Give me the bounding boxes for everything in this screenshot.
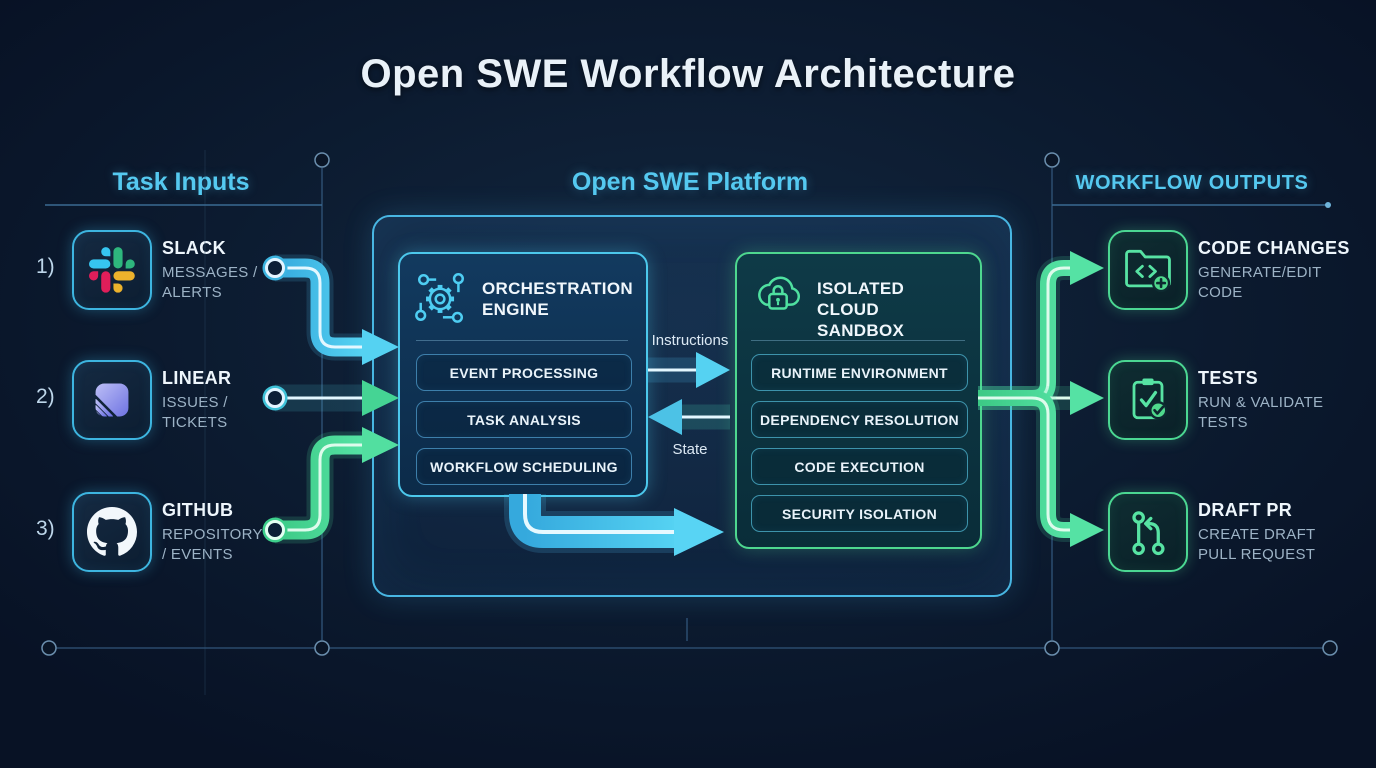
linear-icon bbox=[95, 383, 129, 417]
linear-tile bbox=[72, 360, 152, 440]
clipboard-check-icon bbox=[1132, 378, 1168, 420]
folder-code-icon bbox=[1125, 249, 1171, 293]
output-desc-draft-pr: CREATE DRAFT PULL REQUEST bbox=[1198, 526, 1316, 563]
input-desc-github: REPOSITORY / EVENTS bbox=[162, 526, 263, 563]
pull-request-icon bbox=[1132, 511, 1165, 556]
draft-pr-tile bbox=[1108, 492, 1188, 572]
tests-tile bbox=[1108, 360, 1188, 440]
instructions-label: Instructions bbox=[651, 332, 729, 349]
chip-task-analysis: TASK ANALYSIS bbox=[416, 401, 632, 438]
orchestration-engine-panel: ORCHESTRATION ENGINE EVENT PROCESSING TA… bbox=[398, 252, 648, 497]
sandbox-title: ISOLATED CLOUD SANDBOX bbox=[817, 279, 905, 340]
divider bbox=[751, 340, 965, 341]
slack-icon bbox=[89, 247, 135, 293]
chip-workflow-scheduling: WORKFLOW SCHEDULING bbox=[416, 448, 632, 485]
header-underlines bbox=[45, 202, 1331, 208]
platform-header: Open SWE Platform bbox=[571, 168, 809, 196]
output-name-code-changes: CODE CHANGES bbox=[1198, 238, 1350, 258]
chip-security-isolation: SECURITY ISOLATION bbox=[751, 495, 968, 532]
outputs-header: WORKFLOW OUTPUTS bbox=[1075, 172, 1309, 194]
input-number-1: 1) bbox=[36, 255, 55, 278]
github-icon bbox=[87, 507, 137, 556]
input-name-slack: SLACK bbox=[162, 238, 226, 258]
inputs-header: Task Inputs bbox=[112, 168, 250, 196]
code-changes-tile bbox=[1108, 230, 1188, 310]
slack-tile bbox=[72, 230, 152, 310]
output-desc-tests: RUN & VALIDATE TESTS bbox=[1198, 394, 1324, 431]
output-name-tests: TESTS bbox=[1198, 368, 1259, 388]
input-number-2: 2) bbox=[36, 385, 55, 408]
input-number-3: 3) bbox=[36, 517, 55, 540]
chip-dependency-resolution: DEPENDENCY RESOLUTION bbox=[751, 401, 968, 438]
isolated-cloud-sandbox-panel: ISOLATED CLOUD SANDBOX RUNTIME ENVIRONME… bbox=[735, 252, 982, 549]
github-tile bbox=[72, 492, 152, 572]
output-name-draft-pr: DRAFT PR bbox=[1198, 500, 1293, 520]
chip-event-processing: EVENT PROCESSING bbox=[416, 354, 632, 391]
state-label: State bbox=[672, 441, 708, 458]
input-name-linear: LINEAR bbox=[162, 368, 232, 388]
orchestration-engine-title: ORCHESTRATION ENGINE bbox=[482, 279, 633, 319]
cloud-lock-icon bbox=[758, 276, 800, 310]
input-name-github: GITHUB bbox=[162, 500, 234, 520]
input-desc-slack: MESSAGES / ALERTS bbox=[162, 264, 258, 301]
gear-circuit-icon bbox=[415, 273, 465, 323]
page-title: Open SWE Workflow Architecture bbox=[360, 52, 1016, 96]
divider bbox=[416, 340, 628, 341]
chip-runtime-environment: RUNTIME ENVIRONMENT bbox=[751, 354, 968, 391]
chip-code-execution: CODE EXECUTION bbox=[751, 448, 968, 485]
output-desc-code-changes: GENERATE/EDIT CODE bbox=[1198, 264, 1322, 301]
input-desc-linear: ISSUES / TICKETS bbox=[162, 394, 228, 431]
